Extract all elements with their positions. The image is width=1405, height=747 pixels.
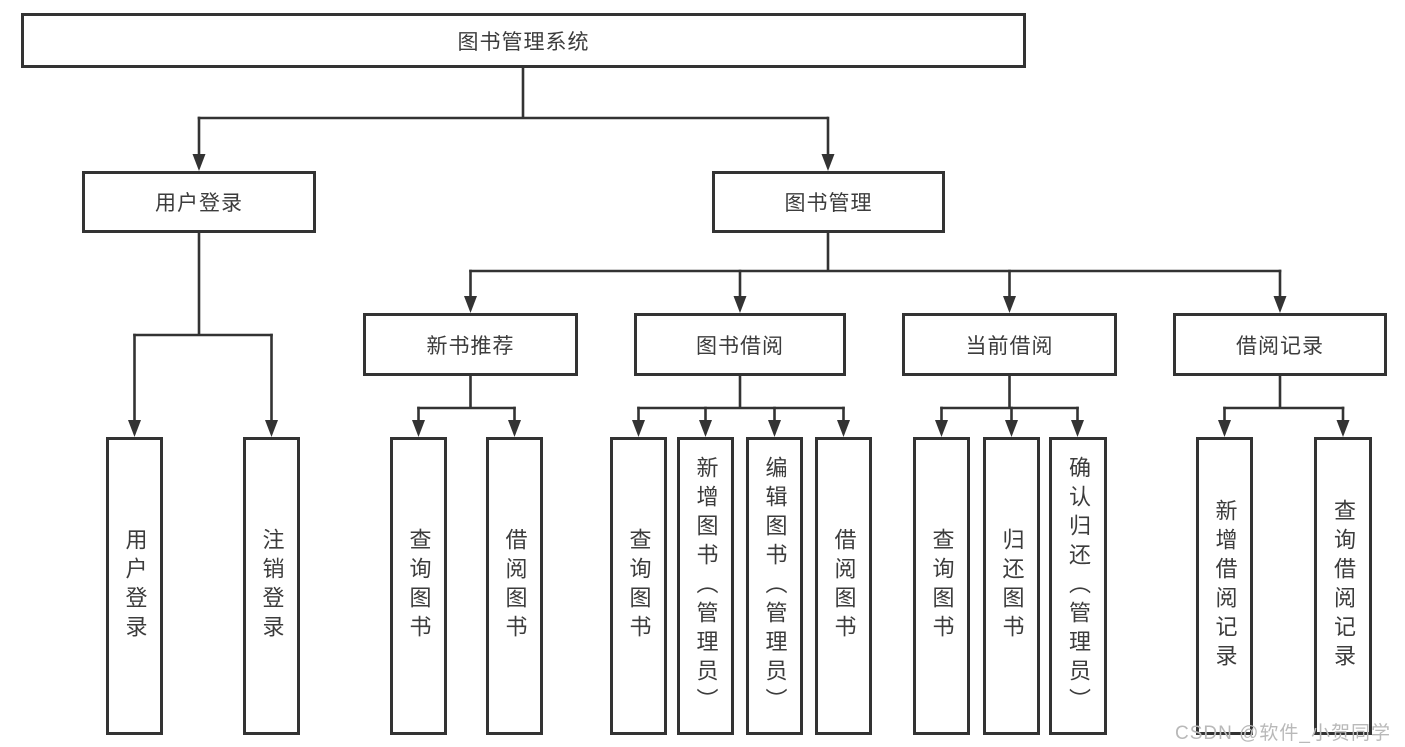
leaf-label: 确认归还（管理员） xyxy=(1066,455,1091,717)
node-book-management: 图书管理 xyxy=(712,171,945,233)
leaf-confirm-return-admin: 确认归还（管理员） xyxy=(1049,437,1107,735)
node-user-login: 用户登录 xyxy=(82,171,316,233)
leaf-borrow-books-recommend: 借阅图书 xyxy=(486,437,543,735)
leaf-user-login: 用户登录 xyxy=(106,437,163,735)
node-label: 图书管理系统 xyxy=(457,30,590,54)
leaf-label: 编辑图书（管理员） xyxy=(762,455,788,717)
node-borrowing-records: 借阅记录 xyxy=(1173,313,1387,376)
leaf-label: 查询图书 xyxy=(929,528,955,644)
leaf-search-books-current: 查询图书 xyxy=(913,437,970,735)
arrowhead-icons xyxy=(128,154,1350,437)
node-label: 图书管理 xyxy=(784,192,873,215)
leaf-label: 新增图书（管理员） xyxy=(693,455,719,717)
leaf-add-books-admin: 新增图书（管理员） xyxy=(677,437,734,735)
leaf-logout: 注销登录 xyxy=(243,437,300,735)
leaf-search-borrow-record: 查询借阅记录 xyxy=(1314,437,1372,735)
node-label: 新书推荐 xyxy=(426,334,515,358)
leaf-label: 查询图书 xyxy=(626,528,652,644)
leaf-label: 归还图书 xyxy=(999,528,1025,644)
node-book-borrowing: 图书借阅 xyxy=(634,313,846,376)
leaf-search-books-borrowing: 查询图书 xyxy=(610,437,667,735)
csdn-watermark: CSDN @软件_小贺同学 xyxy=(1175,723,1391,744)
leaf-add-borrow-record: 新增借阅记录 xyxy=(1196,437,1253,735)
node-label: 借阅记录 xyxy=(1236,334,1324,358)
leaf-label: 借阅图书 xyxy=(502,528,528,644)
node-root-library-management-system: 图书管理系统 xyxy=(21,13,1026,68)
node-label: 当前借阅 xyxy=(965,334,1054,358)
leaf-label: 注销登录 xyxy=(259,528,285,644)
leaf-label: 新增借阅记录 xyxy=(1212,499,1238,673)
leaf-label: 借阅图书 xyxy=(831,528,857,644)
leaf-label: 查询借阅记录 xyxy=(1331,499,1356,673)
node-label: 图书借阅 xyxy=(696,334,784,358)
leaf-borrow-books: 借阅图书 xyxy=(815,437,872,735)
node-label: 用户登录 xyxy=(155,192,243,215)
node-current-borrowing: 当前借阅 xyxy=(902,313,1117,376)
leaf-edit-books-admin: 编辑图书（管理员） xyxy=(746,437,803,735)
leaf-label: 查询图书 xyxy=(406,528,432,644)
leaf-search-books-recommend: 查询图书 xyxy=(390,437,447,735)
node-new-book-recommendation: 新书推荐 xyxy=(363,313,578,376)
leaf-label: 用户登录 xyxy=(122,528,148,644)
leaf-return-books: 归还图书 xyxy=(983,437,1040,735)
